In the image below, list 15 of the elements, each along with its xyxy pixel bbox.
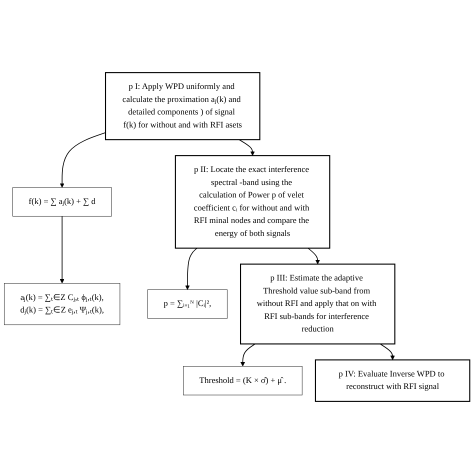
- node-box: f(k) = ∑ aⱼ(k) + ∑ d: [12, 187, 112, 217]
- node-box: Threshold = (K × σ̂) + μ̂ .: [183, 366, 302, 396]
- arrow: [308, 248, 320, 264]
- node-box: p II: Locate the exact interference spectral -band using the calculation of Power p of velet coefficient cᵢ for without and with RFI minal nodes and compare the energy of both signals: [174, 155, 330, 249]
- node-box: p III: Estimate the adaptive Threshold value sub-band from without RFI and apply that on with RFI sub-bands for interference reduction: [240, 264, 396, 344]
- arrow: [60, 216, 64, 284]
- arrow: [60, 132, 106, 188]
- arrow: [238, 139, 255, 156]
- arrow: [185, 248, 198, 290]
- arrow: [380, 344, 395, 360]
- node-box: aⱼ(k) = ∑ₜ∈Z Cⱼ,ₜ ϕⱼ,ₜ(k), dⱼ(k) = ∑ₜ∈Z eⱼ,ₜ Ψⱼ,ₜ(k),: [4, 283, 120, 326]
- node-box: p = ∑ᵢ₌₁ᴺ |Cᵢ|²,: [147, 289, 228, 319]
- arrow: [240, 344, 256, 366]
- node-box: p I: Apply WPD uniformly and calculate the proximation aⱼ(k) and detailed components ) of signal f(k) for without and with RFI asets: [104, 72, 260, 140]
- node-box: p IV: Evaluate Inverse WPD to reconstruct with RFI signal: [314, 359, 470, 402]
